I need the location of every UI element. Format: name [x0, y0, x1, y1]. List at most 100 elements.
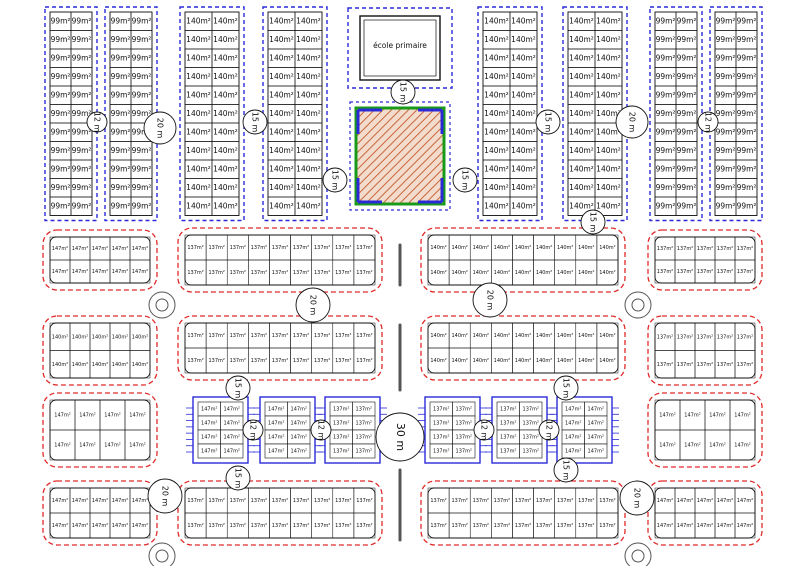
- lot-area-label: 147m²: [565, 421, 581, 427]
- school-block: école primaire: [347, 7, 453, 89]
- lot-area-label: 147m²: [565, 435, 581, 441]
- red-block-sw-border: [42, 480, 158, 546]
- road-width-13: 15 m: [225, 375, 251, 401]
- road-width-15: 12 m: [242, 419, 264, 441]
- lot-area-label: 140m²: [515, 270, 531, 276]
- lot-area-label: 99m²: [737, 35, 757, 44]
- lot-area-label: 137m²: [356, 449, 372, 455]
- lot-area-label: 140m²: [569, 16, 594, 25]
- lot-area-label: 137m²: [293, 333, 309, 339]
- lot-area-label: 137m²: [208, 245, 224, 251]
- lot-area-label: 140m²: [186, 72, 211, 81]
- lot-area-label: 99m²: [51, 90, 71, 99]
- lot-area-label: 140m²: [484, 90, 509, 99]
- road-width-circle: [375, 412, 425, 462]
- lot-area-label: 99m²: [716, 146, 736, 155]
- lot-area-label: 137m²: [356, 523, 372, 529]
- road-width-label: 30 m: [394, 423, 407, 451]
- lot-area-label: 137m²: [272, 498, 288, 504]
- lot-area-label: 140m²: [213, 146, 238, 155]
- lot-area-label: 137m²: [272, 523, 288, 529]
- lot-area-label: 99m²: [51, 183, 71, 192]
- lot-area-label: 137m²: [536, 523, 552, 529]
- lot-area-label: 147m²: [112, 246, 128, 252]
- road-width-circle: [472, 282, 508, 318]
- lot-area-label: 99m²: [111, 164, 131, 173]
- lot-area-label: 99m²: [677, 16, 697, 25]
- road-width-circle: [86, 111, 108, 133]
- lot-area-label: 99m²: [737, 201, 757, 210]
- road-width-7: 15 m: [535, 109, 561, 135]
- lot-area-label: 137m²: [456, 435, 472, 441]
- road-width-20: 15 m: [225, 465, 251, 491]
- lot-area-label: 140m²: [132, 334, 148, 340]
- road-width-circle: [390, 79, 416, 105]
- lot-area-label: 140m²: [132, 362, 148, 368]
- lot-area-label: 140m²: [213, 90, 238, 99]
- road-width-label: 15 m: [562, 460, 571, 481]
- lot-area-label: 99m²: [677, 53, 697, 62]
- lot-area-label: 147m²: [201, 435, 217, 441]
- lot-area-label: 99m²: [656, 35, 676, 44]
- lot: [452, 443, 476, 459]
- red-block-c1-border: [177, 315, 383, 381]
- lot-area-label: 99m²: [677, 183, 697, 192]
- lot-area-label: 147m²: [737, 523, 753, 529]
- road-width-label: 15 m: [331, 170, 340, 191]
- lot-area-label: 99m²: [656, 53, 676, 62]
- lot: [735, 196, 758, 216]
- lot-area-label: 137m²: [433, 407, 449, 413]
- lot-area-label: 137m²: [500, 407, 516, 413]
- road-width-circle: [242, 419, 264, 441]
- lot-area-label: 137m²: [500, 449, 516, 455]
- lot-area-label: 137m²: [433, 449, 449, 455]
- lot-area-label: 99m²: [51, 72, 71, 81]
- lot: [129, 259, 151, 284]
- lot-area-label: 147m²: [588, 449, 604, 455]
- lot-area-label: 99m²: [677, 164, 697, 173]
- lot-area-label: 99m²: [677, 146, 697, 155]
- lot: [594, 196, 623, 216]
- lot-area-label: 140m²: [596, 146, 621, 155]
- lot-area-label: 140m²: [569, 127, 594, 136]
- lot-area-label: 99m²: [132, 127, 152, 136]
- lot-area-label: 147m²: [268, 421, 284, 427]
- lot-area-label: 140m²: [186, 146, 211, 155]
- road-width-10: 15 m: [580, 209, 606, 235]
- lot-area-label: 140m²: [213, 164, 238, 173]
- road-width-circle: [553, 457, 579, 483]
- green-space: [349, 101, 451, 211]
- lot-area-label: 137m²: [251, 270, 267, 276]
- red-block-e3-border: [647, 392, 763, 468]
- lot-area-label: 147m²: [268, 407, 284, 413]
- lot-area-label: 137m²: [599, 523, 615, 529]
- school-label: école primaire: [373, 41, 427, 50]
- road-width-19: 30 m: [375, 412, 425, 462]
- lot-area-label: 147m²: [132, 498, 148, 504]
- lot: [729, 429, 756, 461]
- lot-area-label: 137m²: [208, 523, 224, 529]
- lot-area-label: 147m²: [709, 443, 725, 449]
- lot-area-label: 147m²: [588, 407, 604, 413]
- lot-area-label: 140m²: [213, 127, 238, 136]
- road-width-label: 12 m: [249, 420, 258, 441]
- lot-area-label: 137m²: [433, 435, 449, 441]
- roundabout-inner: [155, 549, 169, 563]
- lot-area-label: 137m²: [187, 358, 203, 364]
- lot-area-label: 147m²: [677, 498, 693, 504]
- lot-area-label: 99m²: [677, 35, 697, 44]
- lot-area-label: 99m²: [72, 35, 92, 44]
- lot-area-label: 99m²: [132, 72, 152, 81]
- lot-area-label: 140m²: [186, 127, 211, 136]
- lot: [584, 443, 608, 459]
- lot-area-label: 147m²: [112, 523, 128, 529]
- lot-area-label: 140m²: [569, 35, 594, 44]
- road-width-label: 12 m: [480, 420, 489, 441]
- lot-area-label: 137m²: [717, 362, 733, 368]
- lot-area-label: 99m²: [72, 16, 92, 25]
